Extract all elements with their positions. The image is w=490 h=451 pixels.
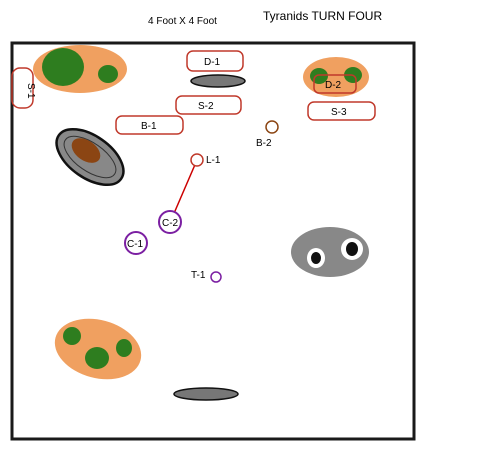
unit-l1-label: L-1 [206, 155, 221, 166]
rock-hole-inner [311, 252, 321, 264]
board-size-label: 4 Foot X 4 Foot [148, 16, 217, 27]
unit-b2-marker[interactable] [265, 120, 279, 134]
zone-b1[interactable] [115, 115, 184, 135]
unit-c1-marker[interactable] [124, 231, 148, 255]
zone-s1[interactable] [11, 67, 34, 109]
move-line-l1-c2 [171, 159, 198, 219]
forest-blob [63, 327, 81, 345]
turn-title: Tyranids TURN FOUR [263, 9, 382, 23]
terrain-forest-top-left[interactable] [33, 45, 127, 93]
zone-b1-label: B-1 [141, 121, 157, 132]
terrain-forest-top-right[interactable] [303, 57, 369, 97]
unit-c2-label: C-2 [162, 218, 179, 229]
zone-d2[interactable] [313, 74, 357, 94]
forest-blob [42, 48, 84, 86]
zone-d2-label: D-2 [325, 80, 342, 91]
crater-mud [71, 138, 101, 163]
zone-d1-label: D-1 [204, 57, 221, 68]
unit-t1-marker[interactable] [210, 271, 222, 283]
rock-hole-inner [346, 242, 358, 256]
terrain-rocks-right[interactable] [291, 227, 369, 277]
rock-ridge-bottom[interactable] [173, 387, 239, 401]
unit-c2-marker[interactable] [158, 210, 182, 234]
zone-d1[interactable] [186, 50, 244, 72]
zone-s3-label: S-3 [331, 107, 347, 118]
zone-s3[interactable] [307, 101, 376, 121]
terrain-crater[interactable] [47, 118, 133, 196]
unit-b2-label: B-2 [256, 138, 272, 149]
forest-blob [85, 347, 109, 369]
zone-s2[interactable] [175, 95, 242, 115]
unit-t1-label: T-1 [191, 270, 206, 281]
forest-blob [116, 339, 132, 357]
forest-blob [98, 65, 118, 83]
terrain-forest-bottom-left[interactable] [48, 310, 148, 389]
unit-l1-marker[interactable] [190, 153, 204, 167]
crater-rim [63, 135, 117, 179]
rock-ridge-top[interactable] [190, 74, 246, 88]
zone-s2-label: S-2 [198, 101, 214, 112]
terrain-orange-area [303, 57, 369, 97]
unit-c1-label: C-1 [127, 239, 144, 250]
zone-s1-label: S-1 [25, 83, 36, 99]
